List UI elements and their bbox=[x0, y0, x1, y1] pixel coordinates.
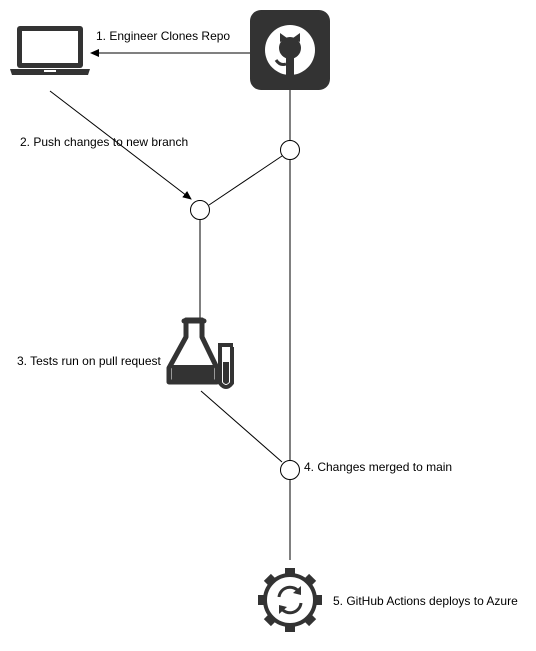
step-2-label: 2. Push changes to new branch bbox=[20, 135, 189, 149]
flask-test-icon bbox=[166, 317, 234, 389]
main-branch-node[interactable] bbox=[280, 140, 300, 160]
push-arrow bbox=[49, 90, 192, 200]
laptop-icon bbox=[10, 26, 90, 75]
branch-connector-line bbox=[208, 155, 283, 206]
step-1-label: 1. Engineer Clones Repo bbox=[96, 29, 231, 43]
merge-node[interactable] bbox=[280, 460, 300, 480]
gear-sync-icon bbox=[258, 568, 322, 632]
step-3-label: 3. Tests run on pull request bbox=[17, 354, 161, 368]
step-5-label: 5. GitHub Actions deploys to Azure bbox=[333, 594, 518, 608]
github-icon bbox=[250, 10, 330, 90]
feature-branch-node[interactable] bbox=[190, 200, 210, 220]
step-4-label: 4. Changes merged to main bbox=[304, 460, 453, 474]
merge-connector-line bbox=[200, 390, 283, 463]
